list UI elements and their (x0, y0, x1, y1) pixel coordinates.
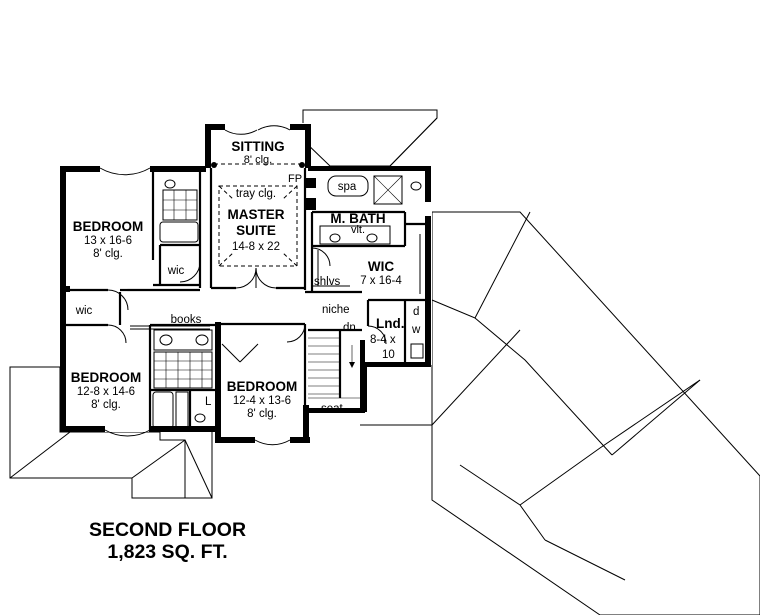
wic-master-label: WIC (368, 259, 394, 274)
laundry-size-1: 8-4 x (370, 334, 396, 346)
master-bath-fixtures (319, 175, 424, 359)
niche-label: niche (322, 304, 350, 316)
fireplace-label: FP (288, 173, 302, 185)
floor-title: SECOND FLOOR (88, 519, 247, 541)
bedroom-1-ceiling: 8' clg. (93, 248, 123, 260)
master-size: 14-8 x 22 (232, 241, 280, 253)
washer-label: w (411, 324, 421, 336)
roof-right (360, 211, 760, 615)
bedroom-1-label: BEDROOM (73, 219, 144, 234)
sitting-ceiling: 8' clg. (244, 154, 272, 166)
sitting-label: SITTING (231, 139, 284, 154)
bedroom-3-ceiling: 8' clg. (247, 408, 277, 420)
master-ceiling: tray clg. (236, 188, 276, 200)
bath-tile-2 (152, 329, 213, 429)
dryer-label: d (413, 306, 419, 318)
bedroom-1-size: 13 x 16-6 (84, 235, 132, 247)
master-bath-label: M. BATH (330, 211, 385, 226)
laundry-label: Lnd. (376, 316, 405, 331)
spa-label: spa (338, 181, 357, 193)
wic-1-label: wic (167, 265, 185, 277)
seat-label: seat (321, 403, 344, 415)
doors (99, 125, 387, 446)
master-name-2: SUITE (236, 223, 276, 238)
stairs-down-label: dn (343, 322, 356, 334)
master-name-1: MASTER (228, 207, 285, 222)
bedroom-2-size: 12-8 x 14-6 (77, 386, 135, 398)
bedroom-3-size: 12-4 x 13-6 (233, 395, 291, 407)
linen-label: L (205, 396, 212, 408)
bedroom-3-label: BEDROOM (227, 379, 298, 394)
shelves-label: shlvs (314, 276, 340, 288)
roof-outlines (9, 109, 760, 615)
bedroom-2-label: BEDROOM (71, 370, 142, 385)
laundry-size-2: 10 (382, 349, 395, 361)
interior-walls (60, 168, 428, 432)
stairs (308, 337, 362, 399)
bedroom-2-ceiling: 8' clg. (91, 399, 121, 411)
sitting-details (211, 162, 305, 267)
floor-area: 1,823 SQ. FT. (107, 541, 228, 563)
wic-2-label: wic (75, 305, 93, 317)
master-bath-note: vlt. (351, 224, 365, 236)
books-label: books (171, 314, 202, 326)
shelves (130, 234, 421, 330)
wic-master-size: 7 x 16-4 (360, 275, 402, 287)
bath-tile-1 (159, 179, 199, 243)
room-labels: SITTING 8' clg. FP tray clg. MASTER SUIT… (71, 139, 421, 420)
